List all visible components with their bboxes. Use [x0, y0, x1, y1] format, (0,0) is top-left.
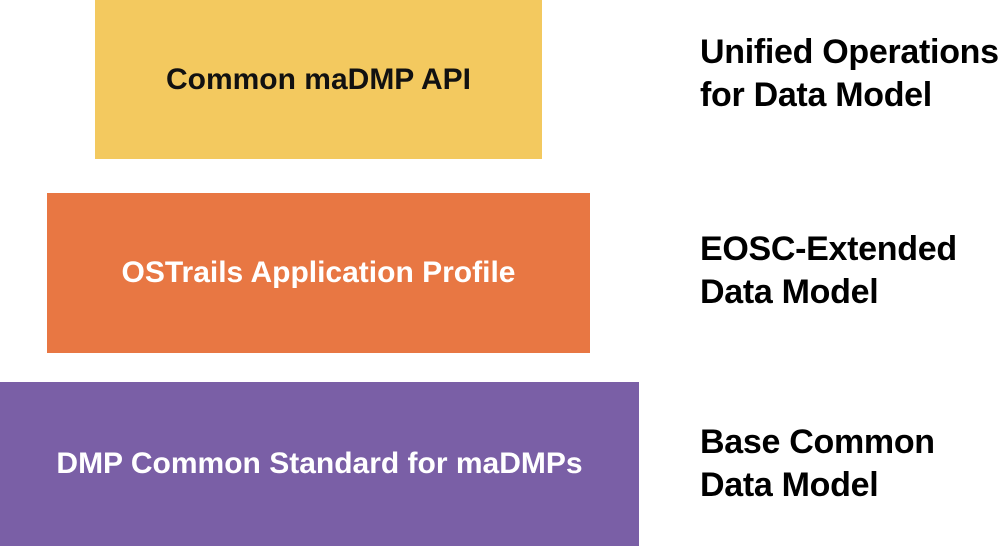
- layer-box-dmp-common-standard: DMP Common Standard for maDMPs: [0, 382, 639, 546]
- layer-box-label: OSTrails Application Profile: [121, 256, 516, 289]
- side-label-line: Data Model: [700, 273, 879, 311]
- side-label-line: Unified Operations: [700, 33, 999, 71]
- side-label-base-common: Base Common Data Model: [700, 421, 1000, 507]
- side-label-line: Data Model: [700, 466, 879, 504]
- layer-box-label: DMP Common Standard for maDMPs: [56, 447, 583, 480]
- side-label-line: EOSC-Extended: [700, 230, 957, 268]
- layer-box-ostrails-application-profile: OSTrails Application Profile: [47, 193, 590, 353]
- side-label-line: Base Common: [700, 423, 935, 461]
- side-label-eosc-extended: EOSC-Extended Data Model: [700, 228, 1000, 314]
- layer-box-label: Common maDMP API: [165, 62, 472, 96]
- side-label-line: for Data Model: [700, 76, 932, 114]
- side-label-unified-operations: Unified Operations for Data Model: [700, 31, 1000, 117]
- layer-box-common-madmp-api: Common maDMP API: [95, 0, 542, 159]
